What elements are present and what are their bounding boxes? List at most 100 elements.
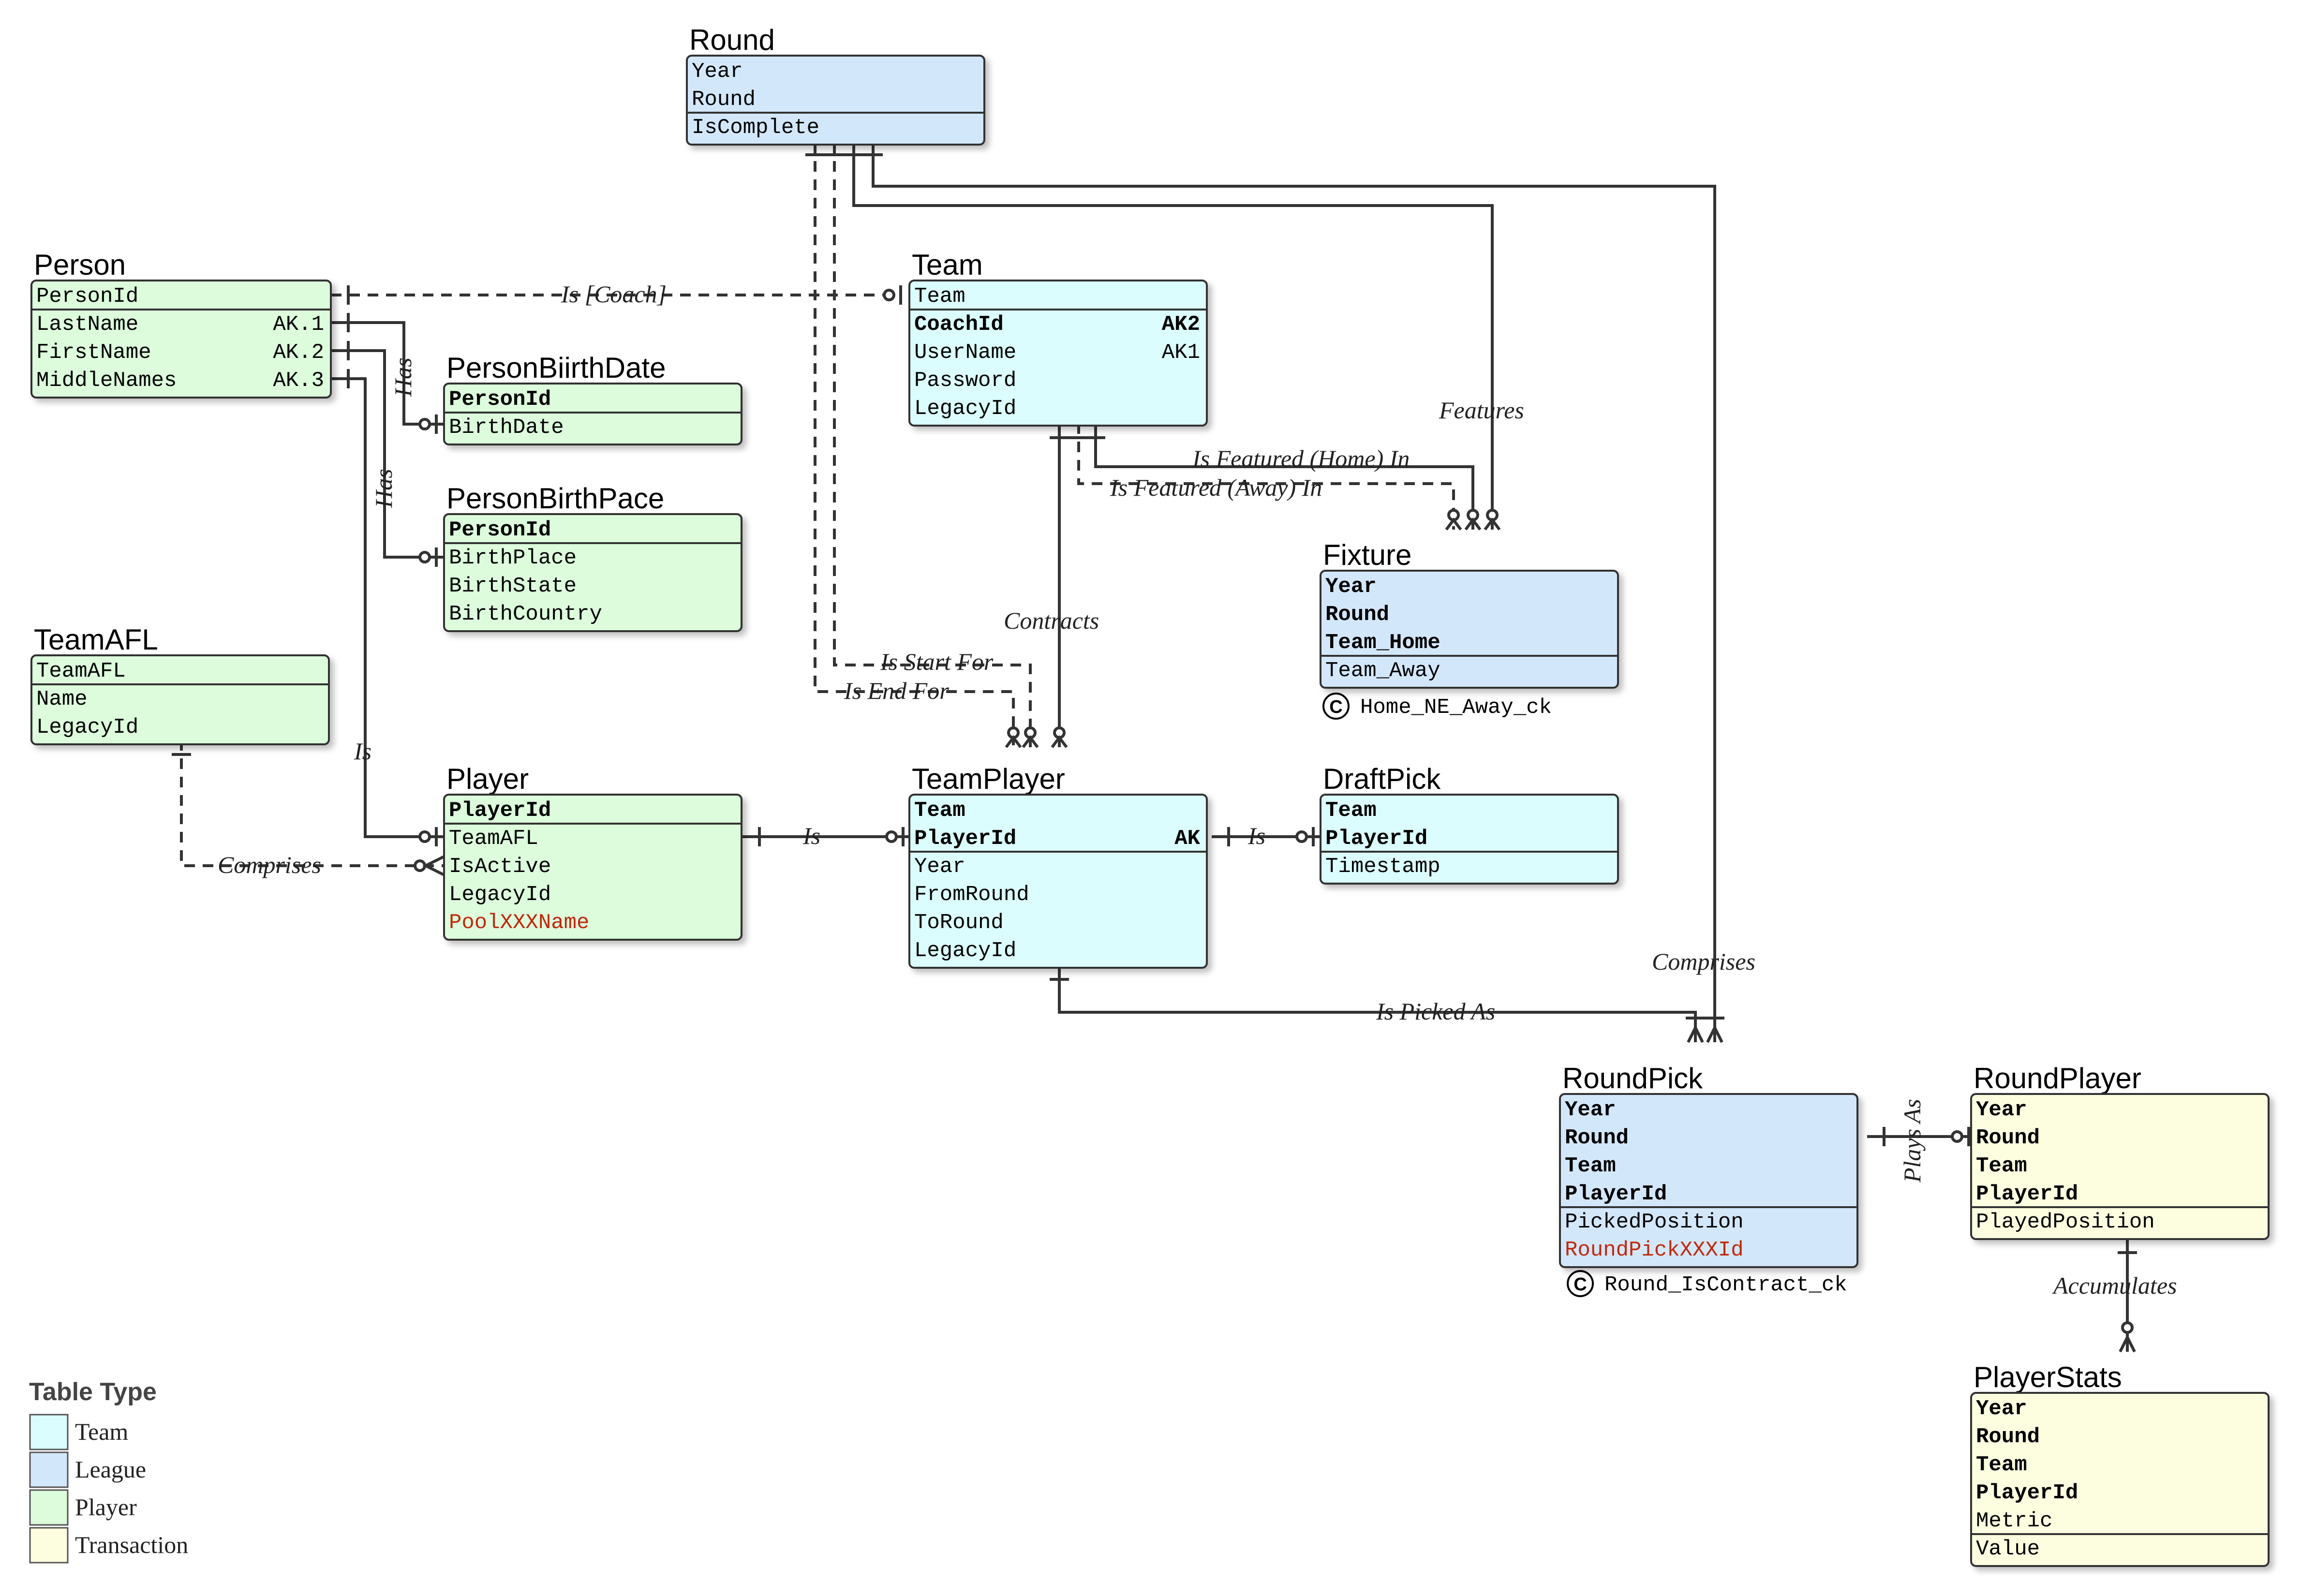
entity-title: RoundPick: [1562, 1062, 1703, 1094]
field-value: Value: [1976, 1537, 2040, 1561]
legend-label: League: [75, 1456, 146, 1483]
field-fromround: FromRound: [914, 883, 1029, 907]
field-round: Round: [1976, 1126, 2040, 1150]
entity-box: [443, 794, 742, 941]
field-middlenames: MiddleNames: [36, 369, 177, 393]
rel-label-accumulates: Accumulates: [2052, 1272, 2177, 1299]
field-personid: PersonId: [36, 284, 138, 309]
rel-label-end-for: Is End For: [844, 677, 949, 704]
field-year: Year: [1976, 1098, 2027, 1122]
entity-box: [1559, 1093, 1858, 1268]
relationship-labels: Is [Coach] Has Has Features Is Featured …: [218, 281, 2177, 1299]
entities: RoundYearRoundIsCompletePersonPersonIdLa…: [30, 24, 2270, 1567]
rel-label-contracts: Contracts: [1004, 607, 1099, 634]
field-team: Team: [1976, 1154, 2027, 1178]
field-teamafl: TeamAFL: [36, 659, 126, 683]
legend-swatch: [29, 1489, 69, 1526]
field-poolxxxname: PoolXXXName: [449, 911, 589, 935]
entity-box: [30, 654, 330, 745]
entity-personbirthpace[interactable]: PersonBirthPacePersonIdBirthPlaceBirthSt…: [443, 482, 742, 632]
field-playerid: PlayerId: [914, 827, 1016, 851]
entity-box: [443, 383, 742, 445]
field-toround: ToRound: [914, 911, 1004, 935]
entity-title: Person: [34, 249, 126, 281]
check-constraint-label: Home_NE_Away_ck: [1360, 695, 1552, 720]
entity-title: Fixture: [1323, 539, 1411, 571]
legend-swatch: [29, 1414, 69, 1450]
rel-label-is-coach: Is [Coach]: [561, 281, 667, 308]
legend-item-player: Player: [29, 1489, 137, 1526]
rel-label-features: Features: [1439, 397, 1524, 424]
legend-label: Team: [75, 1418, 128, 1445]
field-playedposition: PlayedPosition: [1976, 1210, 2155, 1234]
field-pickedposition: PickedPosition: [1565, 1210, 1744, 1234]
legend-label: Player: [75, 1493, 137, 1521]
legend-swatch: [29, 1451, 69, 1488]
field-birthplace: BirthPlace: [449, 546, 577, 570]
rel-label-player-is-teamplayer: Is: [802, 822, 820, 849]
entity-box: [908, 794, 1208, 969]
field-playerid: PlayerId: [1976, 1481, 2078, 1505]
field-team: Team: [1565, 1154, 1616, 1178]
legend-item-league: League: [29, 1451, 146, 1488]
entity-title: Round: [689, 24, 775, 56]
field-ak-badge: AK2: [1162, 312, 1200, 337]
check-symbol-icon: C: [1574, 1274, 1587, 1295]
check-constraint-roundpick: C Round_IsContract_ck: [1567, 1270, 1847, 1297]
field-firstname: FirstName: [36, 340, 151, 365]
field-lastname: LastName: [36, 312, 138, 337]
field-round: Round: [1565, 1126, 1629, 1150]
field-legacyid: LegacyId: [36, 715, 138, 739]
field-round: Round: [1325, 603, 1389, 627]
field-year: Year: [1976, 1397, 2027, 1421]
field-birthdate: BirthDate: [449, 415, 564, 440]
rel-label-comprises-afl: Comprises: [218, 851, 321, 878]
field-playerid: PlayerId: [1976, 1182, 2078, 1206]
field-year: Year: [1325, 575, 1377, 599]
field-iscomplete: IsComplete: [692, 116, 819, 140]
entity-roundplayer[interactable]: RoundPlayerYearRoundTeamPlayerIdPlayedPo…: [1970, 1062, 2270, 1240]
entity-title: PlayerStats: [1974, 1361, 2122, 1393]
check-constraint-label: Round_IsContract_ck: [1604, 1273, 1847, 1297]
entity-title: RoundPlayer: [1974, 1062, 2141, 1094]
rel-label-plays-as: Plays As: [1899, 1099, 1926, 1183]
field-legacyid: LegacyId: [914, 939, 1016, 963]
legend-label: Transaction: [75, 1531, 188, 1558]
field-team: Team: [1976, 1453, 2027, 1477]
field-playerid: PlayerId: [1325, 827, 1427, 851]
entity-roundpick[interactable]: RoundPickYearRoundTeamPlayerIdPickedPosi…: [1559, 1062, 1858, 1268]
check-symbol-icon: C: [1329, 697, 1342, 717]
field-year: Year: [692, 59, 743, 84]
entity-title: TeamAFL: [34, 623, 158, 656]
entity-title: TeamPlayer: [912, 763, 1065, 795]
field-team_away: Team_Away: [1325, 659, 1440, 683]
entity-playerstats[interactable]: PlayerStatsYearRoundTeamPlayerIdMetricVa…: [1970, 1361, 2270, 1567]
entity-player[interactable]: PlayerPlayerIdTeamAFLIsActiveLegacyIdPoo…: [443, 763, 742, 941]
field-year: Year: [914, 855, 965, 879]
entity-title: Team: [912, 249, 983, 281]
field-roundpickxxxid: RoundPickXXXId: [1565, 1238, 1744, 1262]
field-coachid: CoachId: [914, 312, 1004, 337]
entity-title: Player: [446, 763, 529, 795]
field-isactive: IsActive: [449, 855, 551, 879]
rel-label-has-birthplace: Has: [370, 469, 397, 508]
entity-title: PersonBiirthDate: [446, 352, 666, 384]
field-legacyid: LegacyId: [914, 397, 1016, 421]
entity-box: [686, 55, 985, 146]
rel-label-start-for: Is Start For: [880, 648, 994, 675]
field-playerid: PlayerId: [1565, 1182, 1667, 1206]
field-round: Round: [1976, 1425, 2040, 1449]
rel-label-comprises-round: Comprises: [1652, 948, 1755, 975]
entity-box: [908, 280, 1208, 427]
field-team: Team: [914, 798, 965, 823]
check-constraint-fixture: C Home_NE_Away_ck: [1322, 693, 1552, 720]
